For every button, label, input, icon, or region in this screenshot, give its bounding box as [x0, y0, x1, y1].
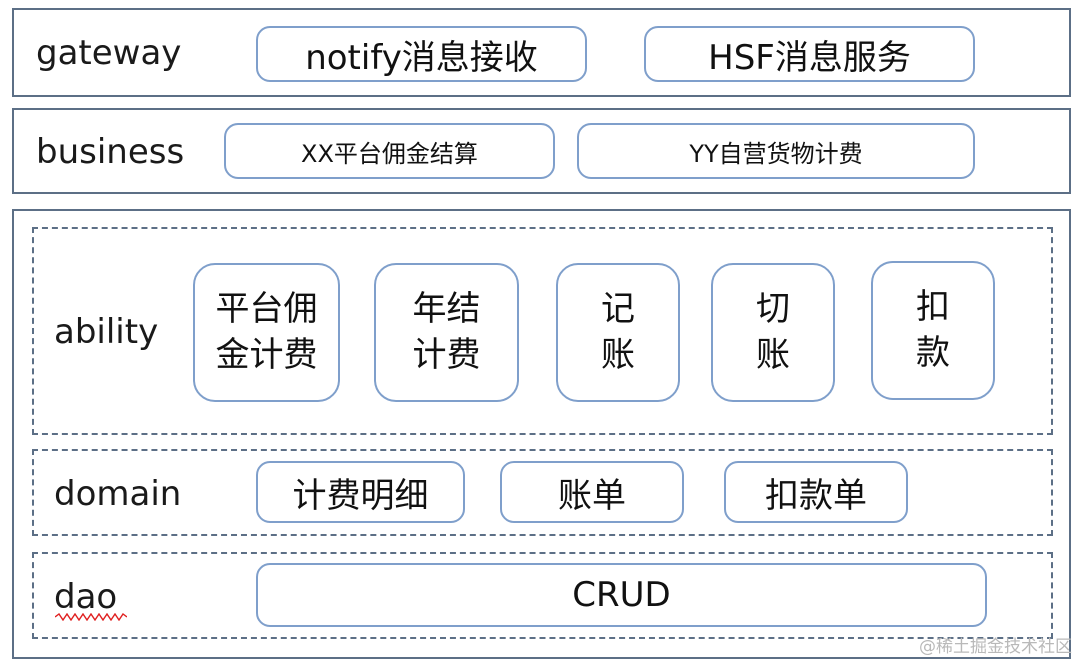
- domain-label: domain: [54, 474, 182, 514]
- ability-box-ledger-cutover: 切账: [711, 263, 835, 402]
- gateway-box-notify: notify消息接收: [256, 26, 587, 82]
- dao-label: dao: [54, 577, 118, 617]
- domain-section: [32, 449, 1053, 536]
- core-layer: [12, 209, 1071, 659]
- dao-section: [32, 552, 1053, 639]
- domain-box-billing-detail: 计费明细: [256, 461, 465, 523]
- ability-label: ability: [54, 312, 159, 352]
- ability-box-annual-billing: 年结计费: [374, 263, 519, 402]
- dao-box-crud: CRUD: [256, 563, 987, 627]
- business-label: business: [36, 132, 185, 172]
- domain-box-deduction-order: 扣款单: [724, 461, 908, 523]
- gateway-label: gateway: [36, 33, 182, 73]
- ability-section: [32, 227, 1053, 435]
- business-box-xx: XX平台佣金结算: [224, 123, 555, 179]
- ability-box-deduction: 扣款: [871, 261, 995, 400]
- ability-box-platform-commission: 平台佣金计费: [193, 263, 340, 402]
- spellcheck-underline: [55, 613, 127, 621]
- domain-box-bill: 账单: [500, 461, 684, 523]
- watermark: @稀土掘金技术社区: [919, 637, 1072, 657]
- gateway-box-hsf: HSF消息服务: [644, 26, 975, 82]
- ability-box-bookkeeping: 记账: [556, 263, 680, 402]
- business-box-yy: YY自营货物计费: [577, 123, 975, 179]
